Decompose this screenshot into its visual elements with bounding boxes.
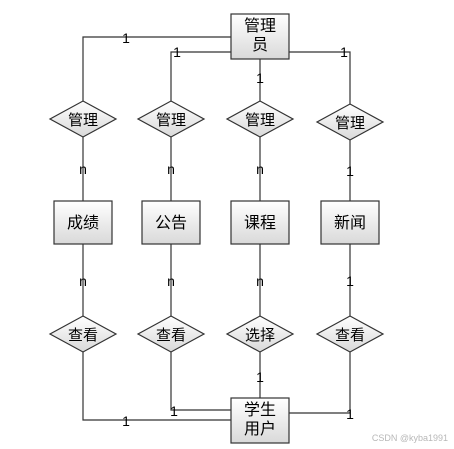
rel-view-notice-label: 查看 (156, 326, 186, 344)
entity-course-label: 课程 (244, 213, 276, 232)
edge-admin-manage-notice (170, 51, 231, 101)
entity-student-box (230, 397, 290, 444)
rel-select-course-label: 选择 (245, 326, 275, 344)
rel-view-grade-diamond (48, 315, 118, 353)
card-news-manage: 1 (346, 163, 354, 179)
card-admin-news: 1 (340, 44, 348, 60)
rel-manage-news-label: 管理 (335, 114, 365, 132)
rel-manage-grade-label: 管理 (68, 111, 98, 129)
card-course-manage: n (256, 161, 264, 177)
card-grade-view: n (79, 273, 87, 289)
rel-select-course-diamond (225, 315, 295, 353)
card-admin-grade: 1 (122, 30, 130, 46)
entity-admin-box (230, 13, 290, 60)
card-select-student: 1 (256, 369, 264, 385)
card-view-notice-student: 1 (170, 403, 178, 419)
rel-manage-notice-diamond (136, 100, 206, 138)
rel-view-news-label: 查看 (335, 326, 365, 344)
edge-view-notice-student (170, 352, 231, 411)
rel-manage-course-diamond (225, 100, 295, 138)
card-news-view: 1 (346, 273, 354, 289)
rel-manage-notice-label: 管理 (156, 111, 186, 129)
rel-view-grade-label: 查看 (68, 326, 98, 344)
rel-view-notice-diamond (136, 315, 206, 353)
entity-notice-label: 公告 (155, 213, 187, 232)
entity-grade-label: 成绩 (67, 213, 99, 232)
entity-admin-label: 管理员 (244, 16, 276, 54)
card-admin-notice: 1 (173, 44, 181, 60)
edge-view-news-student (289, 352, 351, 414)
card-notice-manage: n (167, 161, 175, 177)
edge-admin-manage-news (289, 51, 351, 104)
watermark: CSDN @kyba1991 (371, 433, 448, 443)
edge-admin-manage-grade (82, 36, 231, 101)
entity-student-label: 学生用户 (244, 400, 276, 438)
entity-notice-box (141, 200, 201, 245)
card-notice-view: n (167, 273, 175, 289)
card-course-select: n (256, 273, 264, 289)
entity-news-label: 新闻 (334, 213, 366, 232)
entity-news-box (320, 200, 380, 245)
entity-course-box (230, 200, 290, 245)
card-view-news-student: 1 (346, 406, 354, 422)
rel-manage-news-diamond (315, 103, 385, 141)
rel-view-news-diamond (315, 315, 385, 353)
card-grade-manage: n (79, 161, 87, 177)
rel-manage-grade-diamond (48, 100, 118, 138)
card-view-grade-student: 1 (122, 413, 130, 429)
entity-grade-box (53, 200, 113, 245)
rel-manage-course-label: 管理 (245, 111, 275, 129)
edge-view-grade-student (82, 352, 231, 421)
card-admin-course: 1 (256, 70, 264, 86)
